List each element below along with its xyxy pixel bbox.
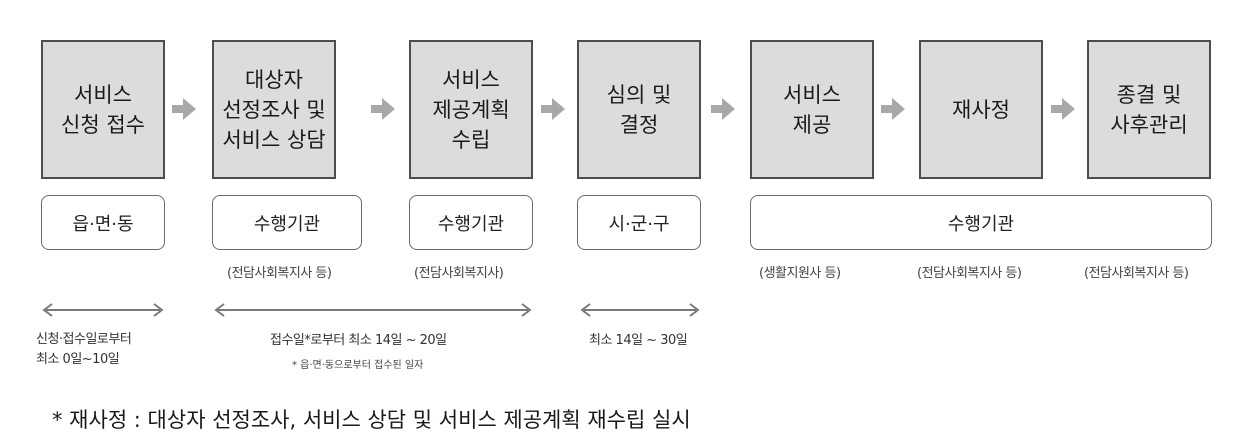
note-social-worker-etc: (전담사회복지사 등) [227, 266, 332, 281]
duration-2-footnote: * 읍·면·동으로부터 접수된 일자 [292, 360, 424, 371]
arrow-right-icon [541, 98, 565, 120]
org-si-gun-gu: 시·군·구 [577, 195, 701, 250]
org-eup-myeon-dong: 읍·면·동 [41, 195, 165, 250]
org-provider-1: 수행기관 [212, 195, 362, 250]
note-social-worker: (전담사회복지사) [414, 266, 504, 281]
footnote: * 재사정 : 대상자 선정조사, 서비스 상담 및 서비스 제공계획 재수립 … [52, 408, 691, 432]
step-service-plan: 서비스 제공계획 수립 [409, 40, 533, 179]
note-social-worker-etc-3: (전담사회복지사 등) [1084, 266, 1189, 281]
org-provider-2: 수행기관 [409, 195, 533, 250]
step-reassessment: 재사정 [919, 40, 1043, 179]
double-arrow-icon [42, 303, 164, 317]
double-arrow-icon [214, 303, 532, 317]
arrow-right-icon [711, 98, 735, 120]
step-assessment: 대상자 선정조사 및 서비스 상담 [212, 40, 336, 179]
note-social-worker-etc-2: (전담사회복지사 등) [917, 266, 1022, 281]
duration-1-line2: 최소 0일~10일 [36, 352, 120, 367]
step-application: 서비스 신청 접수 [41, 40, 165, 179]
duration-1-line1: 신청·접수일로부터 [36, 332, 132, 347]
step-service-delivery: 서비스 제공 [750, 40, 874, 179]
arrow-right-icon [1051, 98, 1075, 120]
step-review-decision: 심의 및 결정 [577, 40, 701, 179]
arrow-right-icon [881, 98, 905, 120]
step-termination: 종결 및 사후관리 [1087, 40, 1211, 179]
double-arrow-icon [580, 303, 700, 317]
note-life-support-worker: (생활지원사 등) [759, 266, 841, 281]
duration-2: 접수일*로부터 최소 14일 ~ 20일 [270, 333, 447, 348]
duration-3: 최소 14일 ~ 30일 [589, 333, 688, 348]
org-provider-3: 수행기관 [750, 195, 1212, 250]
arrow-right-icon [371, 98, 395, 120]
arrow-right-icon [172, 98, 196, 120]
